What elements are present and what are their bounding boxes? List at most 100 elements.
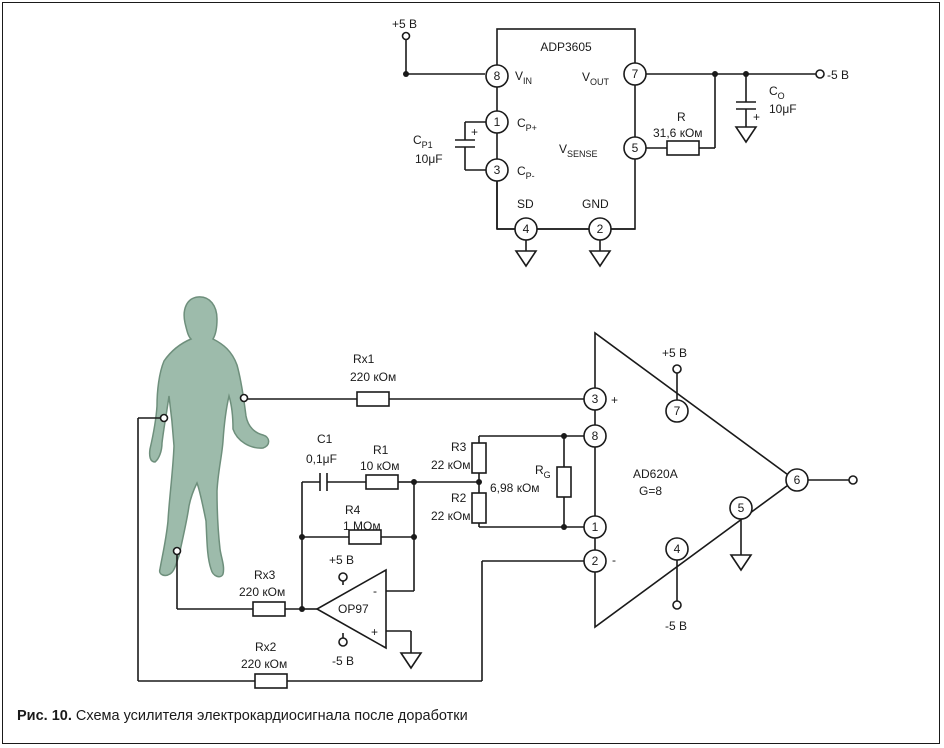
ia-pin-6-num: 6 bbox=[794, 473, 801, 487]
svg-text:+: + bbox=[471, 125, 478, 139]
reg-sd-ground-icon bbox=[514, 250, 538, 268]
ia-pin-4-num: 4 bbox=[674, 542, 681, 556]
rx3-name: Rx3 bbox=[254, 568, 276, 582]
co-capacitor: + bbox=[736, 74, 760, 127]
rx2-name: Rx2 bbox=[255, 640, 277, 654]
r3-value: 22 кОм bbox=[431, 458, 471, 472]
rx3-value: 220 кОм bbox=[239, 585, 285, 599]
reg-vin-node bbox=[403, 71, 409, 77]
r1-resistor bbox=[365, 474, 399, 490]
r2-resistor bbox=[471, 492, 487, 524]
co-value: 10μF bbox=[769, 102, 797, 116]
op97-name: OP97 bbox=[338, 602, 369, 616]
gain-network: R3 22 кОм R2 22 кОм RG 6,98 кОм bbox=[431, 433, 584, 530]
rx2-branch: Rx2 220 кОм bbox=[137, 417, 584, 689]
reg-pin-8-num: 8 bbox=[494, 69, 501, 83]
figure-caption: Рис. 10. Схема усилителя электрокардиоси… bbox=[17, 708, 468, 724]
rx3-resistor bbox=[252, 601, 286, 617]
reg-pin-2-num: 2 bbox=[597, 222, 604, 236]
rg-name: RG bbox=[535, 463, 551, 480]
rx1-resistor bbox=[356, 391, 390, 407]
op97-supply-neg-terminal bbox=[338, 637, 348, 647]
r2-value: 22 кОм bbox=[431, 509, 471, 523]
rx2-value: 220 кОм bbox=[241, 657, 287, 671]
ad620a-triangle bbox=[594, 331, 797, 629]
r3-resistor bbox=[471, 442, 487, 474]
reg-pin-5-num: 5 bbox=[632, 141, 639, 155]
r3-name: R3 bbox=[451, 440, 467, 454]
reg-supply-terminal bbox=[401, 31, 411, 41]
figure-caption-label: Рис. 10. bbox=[17, 708, 72, 724]
cp1-value: 10μF bbox=[415, 152, 443, 166]
reg-pin-vout-label: VOUT bbox=[582, 70, 610, 87]
reg-pin-vin-label: VIN bbox=[515, 69, 532, 86]
reg-supply-label: +5 В bbox=[392, 17, 417, 31]
ia-supply-pos-terminal bbox=[672, 364, 682, 374]
op97-amplifier: OP97 - + +5 В -5 В C1 0,1μF R1 10 кОм bbox=[299, 432, 479, 670]
ia-output-terminal bbox=[848, 475, 858, 485]
left-arm-electrode bbox=[239, 393, 249, 403]
ia-pin-3-num: 3 bbox=[592, 392, 599, 406]
reg-pin-gnd-label: GND bbox=[582, 197, 609, 211]
patient-body bbox=[148, 296, 270, 578]
reg-gnd-ground-icon bbox=[588, 250, 612, 268]
svg-text:+: + bbox=[753, 110, 760, 124]
adp3605-regulator: ADP3605 +5 В 8 VIN 1 CP+ 3 CP- + CP1 10μ… bbox=[392, 17, 849, 268]
rg-resistor bbox=[556, 466, 572, 498]
reg-pin-sd-label: SD bbox=[517, 197, 534, 211]
ia-minus-sign: - bbox=[612, 553, 616, 567]
reg-pin-1-num: 1 bbox=[494, 115, 501, 129]
right-arm-electrode bbox=[159, 413, 169, 423]
cp1-name: CP1 bbox=[413, 133, 433, 150]
r1-value: 10 кОм bbox=[360, 459, 400, 473]
ad620a-gain: G=8 bbox=[639, 484, 662, 498]
rx3-branch: Rx3 220 кОм bbox=[176, 554, 302, 617]
co-name: CO bbox=[769, 84, 785, 101]
r4-name: R4 bbox=[345, 503, 361, 517]
rx2-resistor bbox=[254, 673, 288, 689]
c1-value: 0,1μF bbox=[306, 452, 337, 466]
reg-pin-cpp-label: CP+ bbox=[517, 116, 537, 133]
op97-minus: - bbox=[373, 584, 377, 598]
op97-ground-icon bbox=[399, 652, 423, 670]
adp3605-name: ADP3605 bbox=[540, 40, 592, 54]
ia-ref-ground-icon bbox=[729, 554, 753, 572]
r4-value: 1 МОм bbox=[343, 519, 381, 533]
r-sense-name: R bbox=[677, 110, 686, 124]
reg-pin-cpn-label: CP- bbox=[517, 164, 535, 181]
reg-pin-vsense-label: VSENSE bbox=[559, 142, 598, 159]
ia-supply-neg-terminal bbox=[672, 600, 682, 610]
reg-pin-4-num: 4 bbox=[523, 222, 530, 236]
rg-value: 6,98 кОм bbox=[490, 481, 540, 495]
op97-supply-pos-terminal bbox=[338, 572, 348, 582]
co-ground-icon bbox=[734, 126, 758, 144]
ia-pin-2-num: 2 bbox=[592, 554, 599, 568]
cp1-capacitor: + bbox=[455, 121, 486, 171]
leg-electrode bbox=[172, 546, 182, 556]
ad620a-name: AD620A bbox=[633, 467, 678, 481]
ia-pin-7-num: 7 bbox=[674, 404, 681, 418]
ad620a-amplifier: AD620A G=8 3 + 8 1 2 - 7 +5 В 4 -5 В 5 6 bbox=[583, 331, 858, 633]
rx1-value: 220 кОм bbox=[350, 370, 396, 384]
ia-pin-5-num: 5 bbox=[738, 501, 745, 515]
adp3605-body bbox=[496, 28, 636, 230]
ia-supply-pos-label: +5 В bbox=[662, 346, 687, 360]
reg-output-terminal bbox=[815, 69, 825, 79]
op97-plus: + bbox=[371, 625, 378, 639]
figure-caption-text: Схема усилителя электрокардиосигнала пос… bbox=[71, 708, 468, 724]
r1-name: R1 bbox=[373, 443, 389, 457]
r-sense-resistor bbox=[666, 140, 700, 156]
op97-triangle bbox=[315, 568, 387, 650]
c1-name: C1 bbox=[317, 432, 333, 446]
r2-name: R2 bbox=[451, 491, 467, 505]
reg-pin-8 bbox=[485, 64, 509, 88]
op97-supply-pos-label: +5 В bbox=[329, 553, 354, 567]
rx1-branch: Rx1 220 кОм bbox=[247, 352, 584, 407]
reg-pin-3-num: 3 bbox=[494, 163, 501, 177]
op97-supply-neg-label: -5 В bbox=[332, 654, 354, 668]
human-body-silhouette bbox=[148, 296, 270, 578]
reg-output-label: -5 В bbox=[827, 68, 849, 82]
r-sense-value: 31,6 кОм bbox=[653, 126, 703, 140]
ia-supply-neg-label: -5 В bbox=[665, 619, 687, 633]
